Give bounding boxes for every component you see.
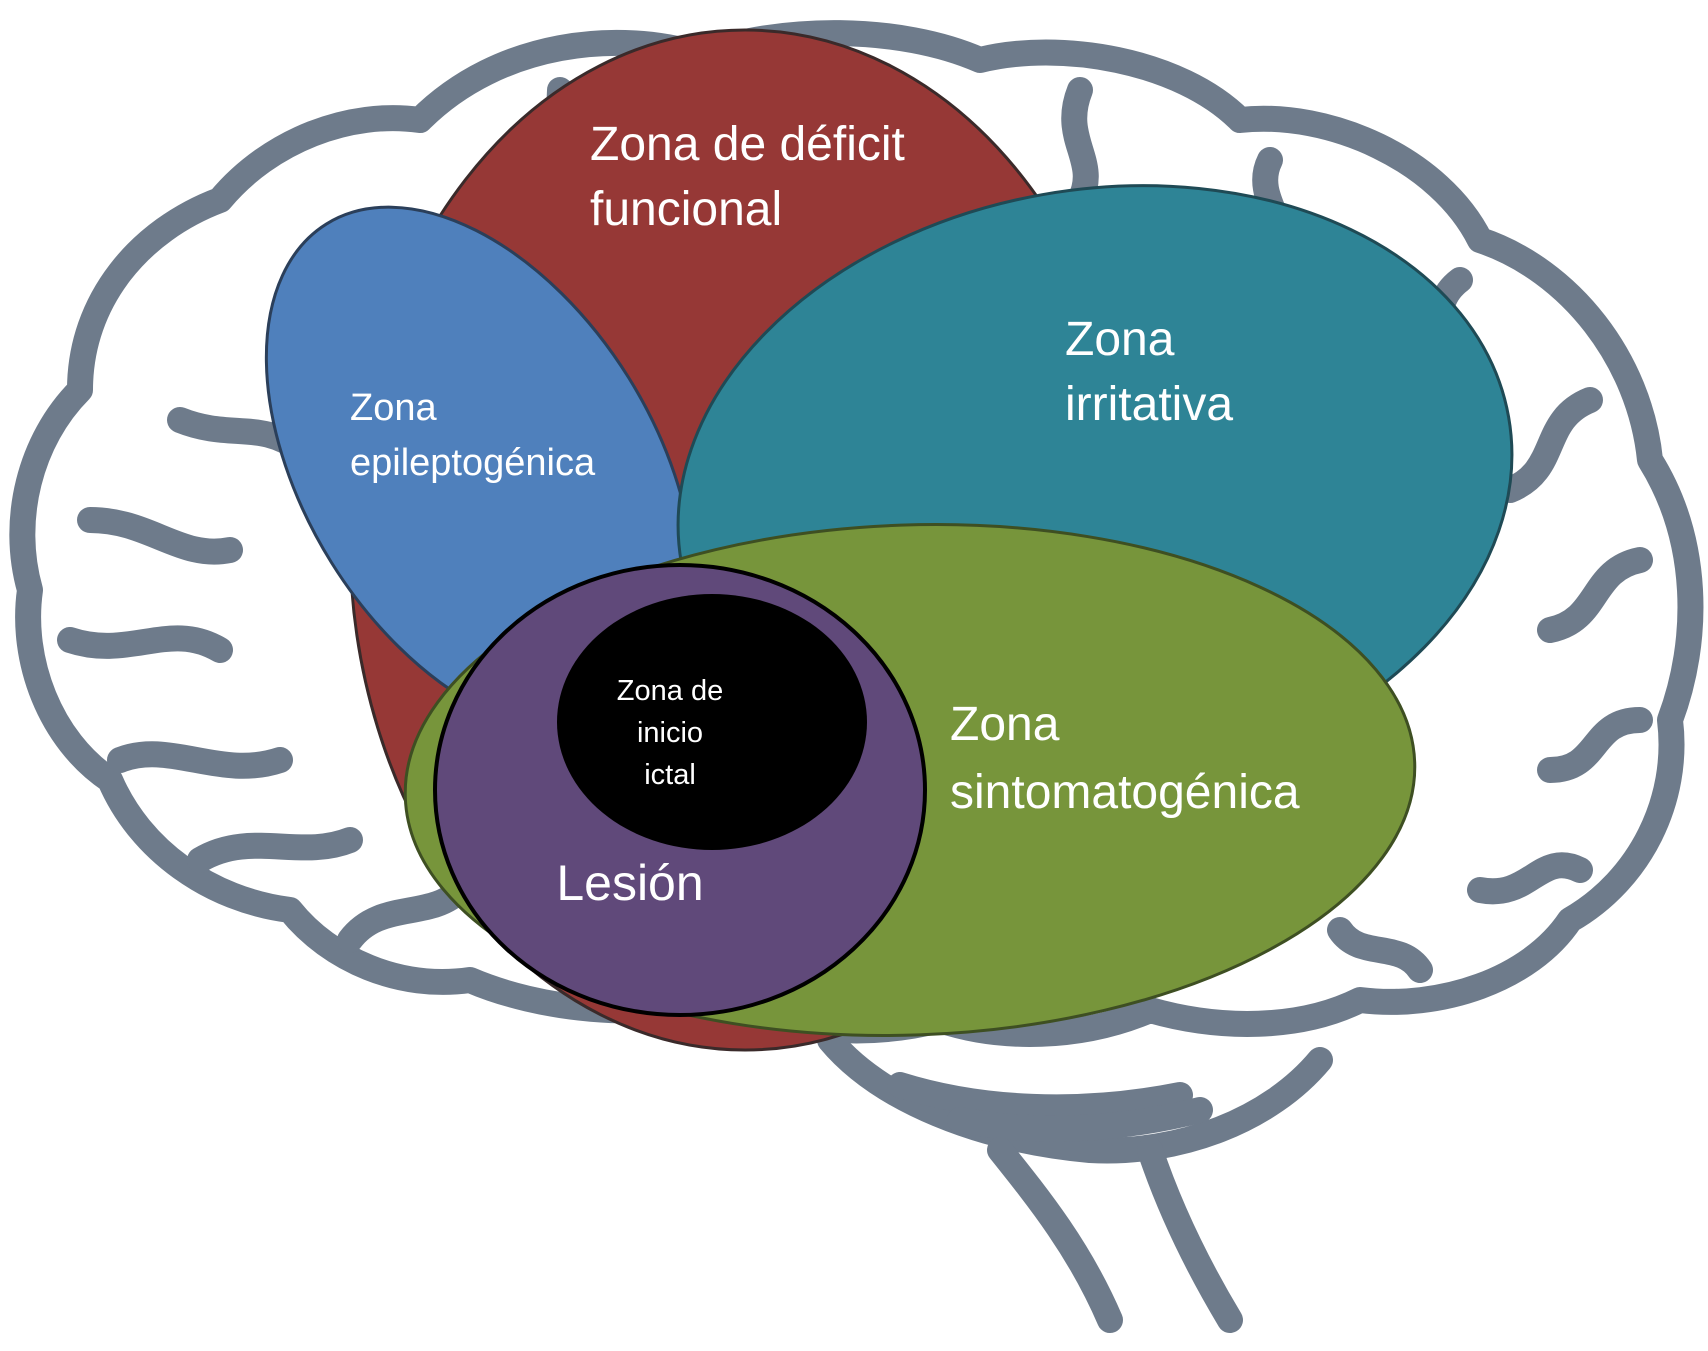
- epileptogenic-zone-label-line1: Zona: [350, 387, 437, 429]
- ictal-onset-label-line3: ictal: [644, 759, 696, 791]
- epileptogenic-zone-label-line2: epileptogénica: [350, 442, 596, 484]
- irritative-zone-label-line1: Zona: [1065, 313, 1175, 366]
- lesion-label: Lesión: [556, 855, 703, 911]
- ictal-onset-label-line1: Zona de: [617, 675, 723, 707]
- deficit-zone-label-line1: Zona de déficit: [590, 118, 905, 171]
- irritative-zone-label-line2: irritativa: [1065, 378, 1233, 431]
- symptomatogenic-zone-label-line1: Zona: [950, 698, 1060, 751]
- deficit-zone-label-line2: funcional: [590, 183, 782, 236]
- symptomatogenic-zone-label-line2: sintomatogénica: [950, 766, 1300, 819]
- ictal-onset-label-line2: inicio: [637, 717, 703, 749]
- ictal-onset-zone-shape: [557, 594, 867, 850]
